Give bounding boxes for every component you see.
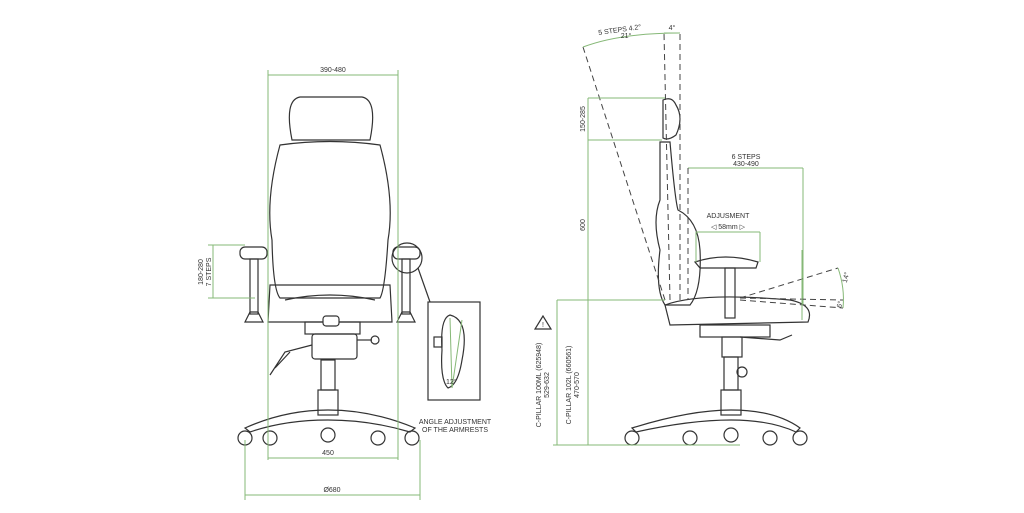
front-seat (267, 284, 393, 323)
right-armrest (391, 242, 423, 323)
side-backrest (655, 141, 701, 306)
svg-text:!: ! (542, 322, 544, 329)
pillar-1-range: 529-632 (544, 372, 551, 398)
side-base (624, 409, 808, 446)
side-view-chair (624, 98, 811, 446)
front-mechanism (269, 315, 380, 376)
tilt-total-label: 21° (621, 32, 632, 40)
width-label: 390-480 (320, 67, 346, 74)
seat-tilt-down-label: 6° (835, 300, 845, 309)
front-headrest (288, 96, 374, 141)
front-dimensions: 390-480 180-280 7 STEPS 450 Ø680 (198, 67, 421, 500)
armrest-angle-label: 12° (446, 378, 457, 386)
armrest-caption-line2: OF THE ARMRESTS (422, 427, 488, 434)
adjustment-label: ADJUSMENT (707, 213, 751, 220)
pillar-1-label: C-PILLAR 100ML (625948) (536, 343, 543, 428)
base-diameter-label: Ø680 (323, 487, 340, 494)
depth-steps-label: 6 STEPS (732, 154, 761, 161)
armrest-steps-label: 7 STEPS (206, 257, 213, 286)
side-gas-column (723, 356, 739, 391)
armrest-caption-line1: ANGLE ADJUSTMENT (419, 419, 492, 426)
front-base (237, 409, 420, 446)
side-seat (664, 296, 811, 326)
adjustment-range-label: ◁ 58mm ▷ (711, 224, 746, 231)
armrest-height-label: 180-280 (198, 259, 205, 285)
seat-tilt-up-label: 14° (841, 271, 852, 283)
front-gas-column (320, 359, 336, 391)
armrest-angle-inset: 12° ANGLE ADJUSTMENT OF THE ARMRESTS (417, 267, 492, 434)
back-height-label: 600 (580, 219, 587, 231)
seat-width-label: 450 (322, 450, 334, 457)
side-headrest (662, 98, 681, 140)
pillar-2-label: C-PILLAR 102L (660561) (566, 346, 573, 425)
front-backrest (269, 140, 391, 299)
side-mechanism (699, 324, 793, 378)
pillar-2-range: 470-570 (574, 372, 581, 398)
depth-range-label: 430-490 (733, 161, 759, 168)
headrest-height-label: 150-285 (580, 106, 587, 132)
front-view-chair (237, 96, 423, 446)
side-dimensions: 5 STEPS 4.2° 21° 4° 150-285 600 6 STEPS … (533, 23, 852, 446)
left-armrest (239, 246, 268, 323)
headrest-tilt-label: 4° (669, 24, 676, 32)
side-armrest (693, 256, 759, 269)
warning-triangle-icon: ! (533, 314, 553, 330)
